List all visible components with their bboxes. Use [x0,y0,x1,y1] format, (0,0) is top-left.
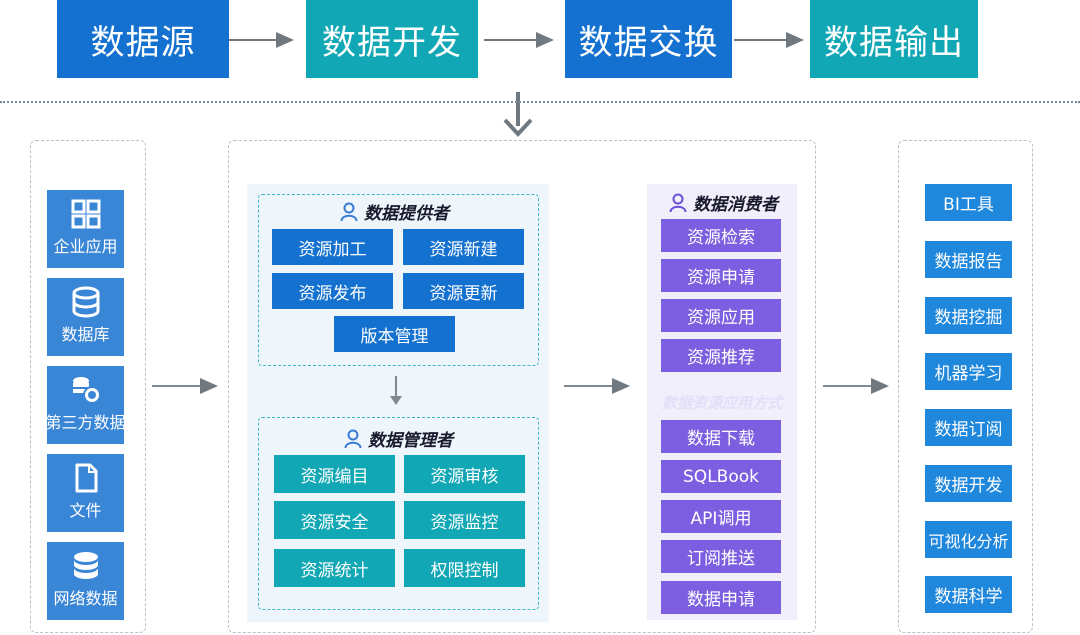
flow-step-data-exchange: 数据交换 [565,0,732,78]
user-icon [669,193,687,212]
down-arrow-icon [390,376,402,405]
arrow-down-head [503,118,533,137]
consumer-title-text: 数据消费者 [693,195,778,215]
consumer-button[interactable]: 资源应用 [661,299,781,332]
manager-button[interactable]: 资源编目 [274,455,395,493]
flow-step-data-source: 数据源 [57,0,229,78]
output-item[interactable]: 数据订阅 [925,409,1012,446]
manager-button[interactable]: 资源审核 [404,455,525,493]
flow-arrows [229,32,804,137]
source-file[interactable]: 文件 [47,454,124,532]
file-icon [75,463,97,493]
manager-button[interactable]: 权限控制 [404,549,525,587]
source-label: 数据库 [61,325,110,344]
manager-button[interactable]: 资源安全 [274,501,395,539]
provider-button[interactable]: 资源发布 [272,273,393,309]
manager-title-text: 数据管理者 [368,431,453,451]
user-icon [344,429,362,448]
section-divider [0,101,1080,103]
source-third-party[interactable]: 第三方数据 [47,366,124,444]
output-item[interactable]: 数据开发 [925,465,1012,502]
database-icon [73,552,98,579]
manager-button[interactable]: 资源统计 [274,549,395,587]
manager-title: 数据管理者 [344,426,453,451]
sources-panel [30,140,146,633]
coins-icon [72,377,101,404]
source-label: 第三方数据 [47,413,124,432]
output-item[interactable]: 数据挖掘 [925,297,1012,334]
source-label: 文件 [69,501,102,520]
development-panel [228,140,816,633]
provider-button[interactable]: 资源加工 [272,229,393,265]
usage-button[interactable]: API调用 [661,500,781,533]
usage-button[interactable]: 数据下载 [661,420,781,453]
outputs-panel [898,140,1033,633]
usage-button[interactable]: 数据申请 [661,581,781,614]
output-item[interactable]: 数据科学 [925,576,1012,613]
output-item[interactable]: 数据报告 [925,241,1012,278]
source-network-data[interactable]: 网络数据 [47,542,124,620]
provider-button[interactable]: 资源更新 [403,273,524,309]
consumer-title: 数据消费者 [669,190,778,215]
provider-title-text: 数据提供者 [364,204,449,224]
provider-title: 数据提供者 [340,199,449,224]
provider-button[interactable]: 资源新建 [403,229,524,265]
consumer-button[interactable]: 资源申请 [661,259,781,292]
source-label: 网络数据 [53,589,118,608]
user-icon [340,202,358,221]
source-label: 企业应用 [53,237,118,256]
source-enterprise-app[interactable]: 企业应用 [47,190,124,268]
output-item[interactable]: 可视化分析 [925,521,1012,558]
provider-section [258,194,539,366]
manager-button[interactable]: 资源监控 [404,501,525,539]
usage-button[interactable]: SQLBook [661,460,781,493]
database-icon [72,286,99,318]
usage-button[interactable]: 订阅推送 [661,540,781,573]
output-item[interactable]: BI工具 [925,184,1012,221]
panel-arrows [152,378,889,394]
source-database[interactable]: 数据库 [47,278,124,356]
usage-title: 数据资源应用方式 [661,394,782,412]
provider-button[interactable]: 版本管理 [334,316,455,352]
flow-step-data-output: 数据输出 [810,0,978,78]
output-item[interactable]: 机器学习 [925,353,1012,390]
grid-icon [71,199,100,229]
consumer-button[interactable]: 资源检索 [661,219,781,252]
manager-section [258,417,539,610]
flow-step-data-development: 数据开发 [306,0,478,78]
consumer-button[interactable]: 资源推荐 [661,339,781,372]
